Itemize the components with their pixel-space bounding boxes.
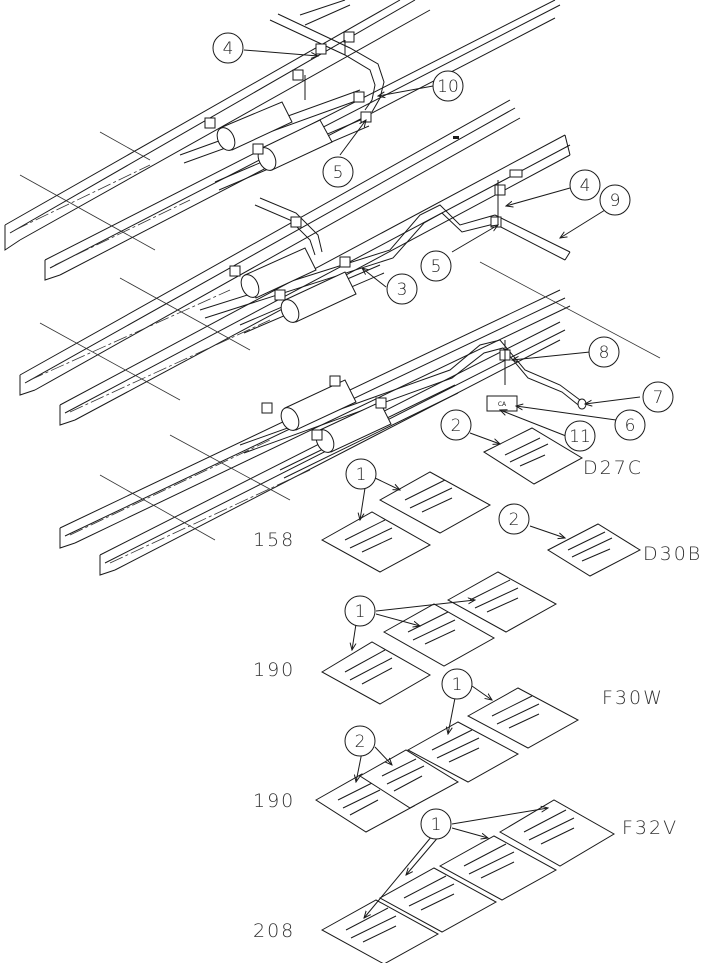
callout-5-middle: 5 <box>420 250 452 282</box>
svg-text:5: 5 <box>333 163 344 183</box>
hangers-middle <box>229 169 523 301</box>
label-sheet-190a-a <box>320 641 432 705</box>
sticker-text: CA <box>498 401 507 408</box>
label-sheet-190a-c <box>446 571 558 633</box>
muffler-top-1 <box>216 101 293 151</box>
dash-lines-bottom <box>69 261 661 564</box>
callout-11: 11 <box>564 420 596 452</box>
label-d27c: D27C <box>583 457 643 479</box>
label-f30w: F30W <box>602 687 664 709</box>
label-sheet-190b-1b <box>466 687 580 749</box>
svg-text:5: 5 <box>431 257 442 277</box>
label-sheet-190a-b <box>382 603 496 667</box>
muffler-bottom-1 <box>280 379 357 431</box>
svg-text:3: 3 <box>397 280 408 300</box>
leader-lines <box>243 49 641 918</box>
svg-text:8: 8 <box>599 343 610 363</box>
svg-text:10: 10 <box>437 77 459 97</box>
label-sheets <box>315 427 642 963</box>
muffler-middle-2 <box>280 271 357 323</box>
label-sheet-208-c <box>438 835 558 901</box>
svg-text:2: 2 <box>355 732 366 752</box>
callout-4-top: 4 <box>212 32 244 64</box>
svg-text:1: 1 <box>431 815 442 835</box>
label-sheet-d30b-2 <box>546 523 642 577</box>
callout-2-190b: 2 <box>344 725 376 757</box>
callout-1-190a: 1 <box>344 595 376 627</box>
catalyst-label-plate: CA <box>486 395 518 412</box>
assembly-middle <box>19 99 571 426</box>
label-sheet-190b-1a <box>406 721 520 783</box>
callout-5-top: 5 <box>322 156 354 188</box>
callout-1-208: 1 <box>420 808 452 840</box>
svg-text:1: 1 <box>356 465 367 485</box>
callout-7: 7 <box>642 381 674 413</box>
assembly-bottom: CA <box>59 261 661 576</box>
label-sheet-208-a <box>320 899 440 963</box>
label-d30b: D30B <box>643 543 702 565</box>
label-190-first: 190 <box>253 659 295 681</box>
svg-text:4: 4 <box>580 176 591 196</box>
callout-1-190b: 1 <box>441 668 473 700</box>
callout-4-middle: 4 <box>569 169 601 201</box>
label-sheet-d27c-2 <box>482 427 584 485</box>
svg-text:2: 2 <box>451 416 462 436</box>
dash-lines-top <box>14 131 191 266</box>
svg-text:7: 7 <box>653 388 664 408</box>
callout-9: 9 <box>599 184 631 216</box>
label-sheet-208-d <box>499 799 615 867</box>
label-sheet-158-a <box>320 511 432 573</box>
svg-text:1: 1 <box>355 602 366 622</box>
callout-10: 10 <box>432 70 464 102</box>
callout-6: 6 <box>614 409 646 441</box>
svg-text:11: 11 <box>569 427 591 447</box>
svg-text:9: 9 <box>610 191 621 211</box>
svg-text:1: 1 <box>452 675 463 695</box>
label-158: 158 <box>253 529 295 551</box>
assembly-top <box>4 0 561 281</box>
svg-text:4: 4 <box>223 39 234 59</box>
label-sheet-158-b <box>378 471 492 534</box>
muffler-middle-1 <box>240 247 317 299</box>
svg-text:6: 6 <box>625 416 636 436</box>
label-sheet-208-b <box>378 867 498 933</box>
exhaust-pipe-middle <box>199 197 571 334</box>
label-190-second: 190 <box>253 790 295 812</box>
callout-2-d27c: 2 <box>440 409 472 441</box>
hangers-bottom <box>261 340 511 441</box>
callout-8: 8 <box>588 336 620 368</box>
dash-lines-middle <box>29 277 271 413</box>
svg-text:2: 2 <box>509 510 520 530</box>
label-208: 208 <box>253 920 295 942</box>
label-f32v: F32V <box>622 817 678 839</box>
callout-2-d30b: 2 <box>498 503 530 535</box>
callout-1-158: 1 <box>345 458 377 490</box>
hangers-top <box>204 31 459 155</box>
callout-3: 3 <box>386 273 418 305</box>
